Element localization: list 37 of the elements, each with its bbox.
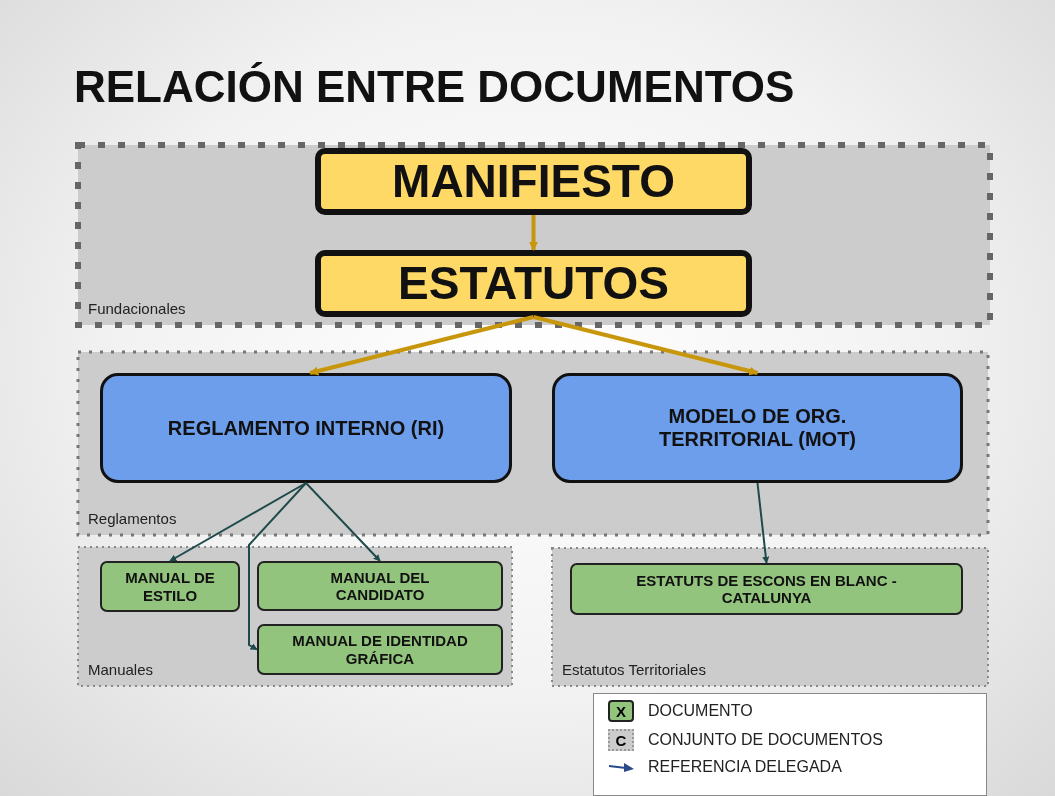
legend-label: REFERENCIA DELEGADA xyxy=(648,758,842,776)
arrow xyxy=(169,482,307,562)
document-box xyxy=(257,624,503,675)
arrow xyxy=(529,215,538,251)
legend-label: DOCUMENTO xyxy=(648,702,753,720)
document-box xyxy=(100,373,512,483)
group-label: Manuales xyxy=(88,661,154,678)
node-label: MANIFIESTO xyxy=(392,155,675,208)
document-box xyxy=(552,373,963,483)
arrow xyxy=(756,482,770,564)
group-label: Reglamentos xyxy=(88,510,177,527)
node-label: MANUAL DEL CANDIDATO xyxy=(329,568,431,604)
node-label: ESTATUTOS xyxy=(398,257,669,310)
title: RELACIÓN ENTRE DOCUMENTOS xyxy=(74,62,795,112)
arrow xyxy=(533,315,759,376)
node-label: MODELO DE ORG. TERRITORIAL (MOT) xyxy=(658,405,857,451)
legend-swatch: C xyxy=(608,729,634,751)
node-label: ESTATUTS DE ESCONS EN BLANC - CATALUNYA xyxy=(635,571,898,607)
document-box xyxy=(315,250,752,317)
arrow xyxy=(248,482,307,651)
node-label: MANUAL DE IDENTIDAD GRÁFICA xyxy=(291,632,469,667)
group-label: Fundacionales xyxy=(88,300,186,317)
node-label: REGLAMENTO INTERNO (RI) xyxy=(167,416,445,440)
document-box xyxy=(570,563,963,615)
legend-swatch: X xyxy=(608,700,634,722)
group-panel xyxy=(78,352,988,535)
arrow xyxy=(309,315,534,376)
document-box xyxy=(315,148,752,215)
arrow xyxy=(305,482,381,562)
group-panel xyxy=(552,548,988,686)
group-panel xyxy=(78,547,512,686)
document-box xyxy=(100,561,240,612)
legend-label: CONJUNTO DE DOCUMENTOS xyxy=(648,731,883,749)
group-panel xyxy=(78,145,990,325)
document-box xyxy=(257,561,503,611)
group-label: Estatutos Territoriales xyxy=(562,661,706,678)
node-label: MANUAL DE ESTILO xyxy=(125,569,215,604)
